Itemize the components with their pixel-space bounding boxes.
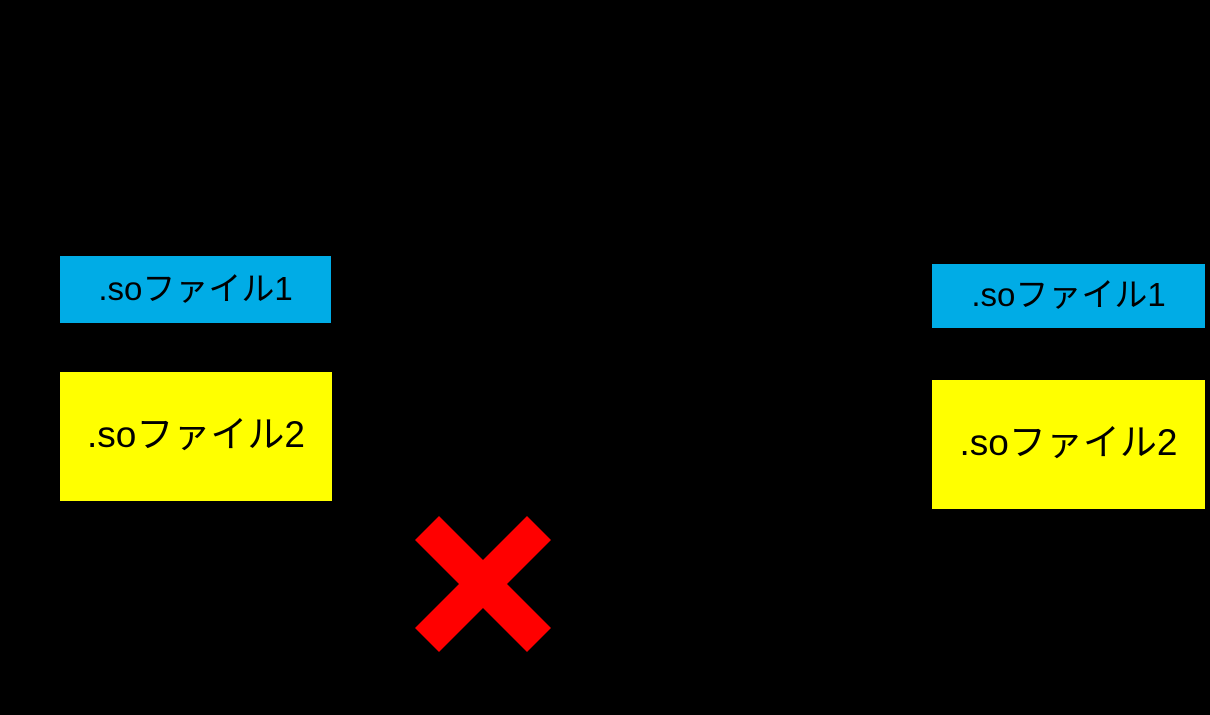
so-file-box-left-2: .soファイル2 [60,372,332,501]
so-file-box-right-1: .soファイル1 [932,264,1205,328]
so-file-box-left-1-label: .soファイル1 [98,269,293,307]
so-file-box-right-2: .soファイル2 [932,380,1205,509]
cross-mark-shape [415,516,551,652]
cross-mark-icon [415,516,551,652]
so-file-box-left-1: .soファイル1 [60,256,331,323]
so-file-box-left-2-label: .soファイル2 [87,414,305,455]
so-file-box-right-1-label: .soファイル1 [971,276,1166,313]
so-file-box-right-2-label: .soファイル2 [959,422,1178,463]
